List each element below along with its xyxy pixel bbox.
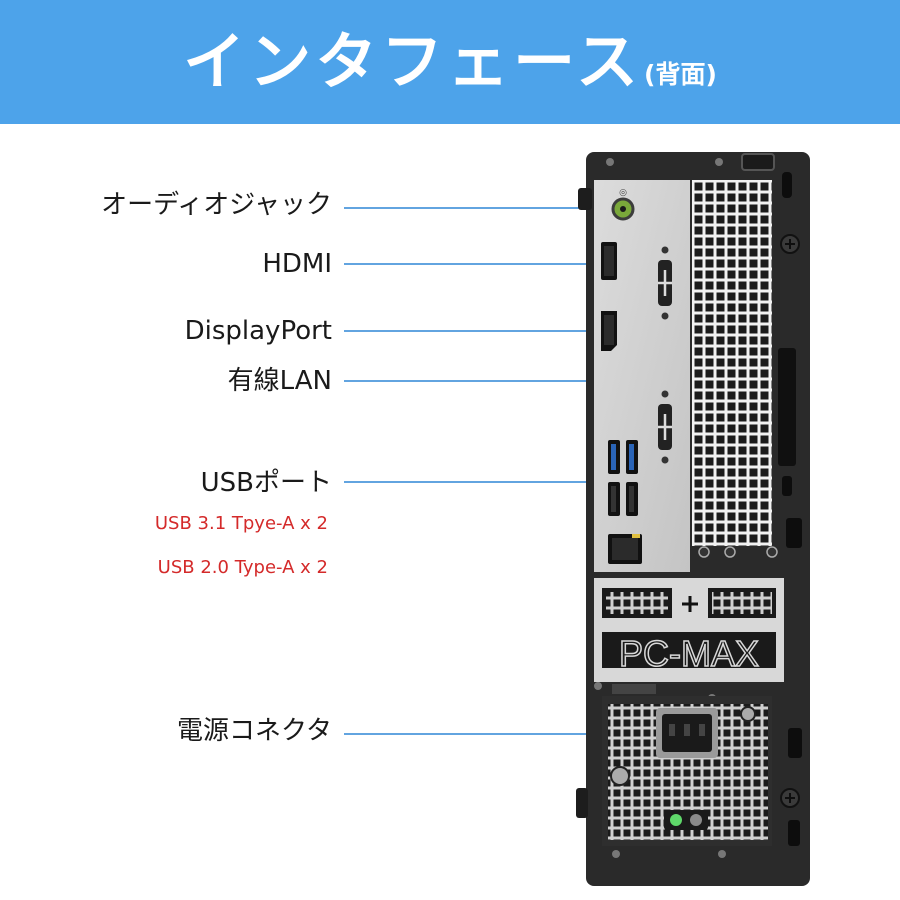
led-indicator-icon — [670, 814, 682, 826]
label-lan: 有線LAN — [227, 366, 332, 396]
label-power-connector: 電源コネクタ — [177, 716, 332, 746]
label-usb20-spec: USB 2.0 Type-A x 2 — [157, 557, 328, 578]
vent-grill — [692, 180, 772, 546]
lock-loop — [741, 153, 775, 171]
header-banner: インタフェース (背面) — [0, 0, 900, 124]
label-displayport: DisplayPort — [184, 316, 332, 346]
label-usb-port: USBポート — [200, 468, 332, 498]
label-audio-jack: オーディオジャック — [101, 190, 332, 220]
page-subtitle: (背面) — [644, 60, 717, 89]
label-hdmi: HDMI — [262, 249, 332, 279]
banner-title-group: インタフェース (背面) — [183, 31, 717, 93]
handle-slot — [778, 348, 796, 466]
svg-text:◎: ◎ — [619, 188, 627, 198]
label-usb31-spec: USB 3.1 Tpye-A x 2 — [154, 513, 328, 534]
watermark-text: PC-MAX — [619, 633, 759, 674]
page-title: インタフェース — [183, 25, 643, 98]
pc-rear-view: ◎ PC-MAX — [576, 152, 810, 886]
